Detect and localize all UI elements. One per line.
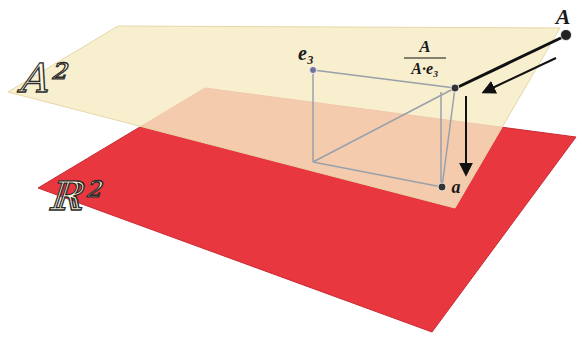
basis-vector-label: e₃	[298, 43, 314, 63]
frame-line	[440, 92, 442, 187]
point-dot	[561, 30, 572, 41]
projected-point-label: a	[452, 178, 461, 196]
direction-arrow	[484, 58, 556, 92]
frame-line	[313, 88, 455, 162]
point-dot	[310, 67, 317, 74]
frame-line	[313, 162, 442, 187]
point-dot	[438, 183, 446, 191]
projection-arrow	[465, 96, 467, 174]
vector-label: A	[556, 6, 571, 28]
fraction-bar	[404, 57, 446, 58]
point-dot	[451, 84, 459, 92]
fraction-denominator: A·e₃	[411, 61, 438, 77]
frame-line	[312, 70, 314, 162]
fraction-numerator: A	[419, 38, 430, 55]
plane-outline	[8, 26, 560, 208]
frame-line	[442, 88, 455, 187]
